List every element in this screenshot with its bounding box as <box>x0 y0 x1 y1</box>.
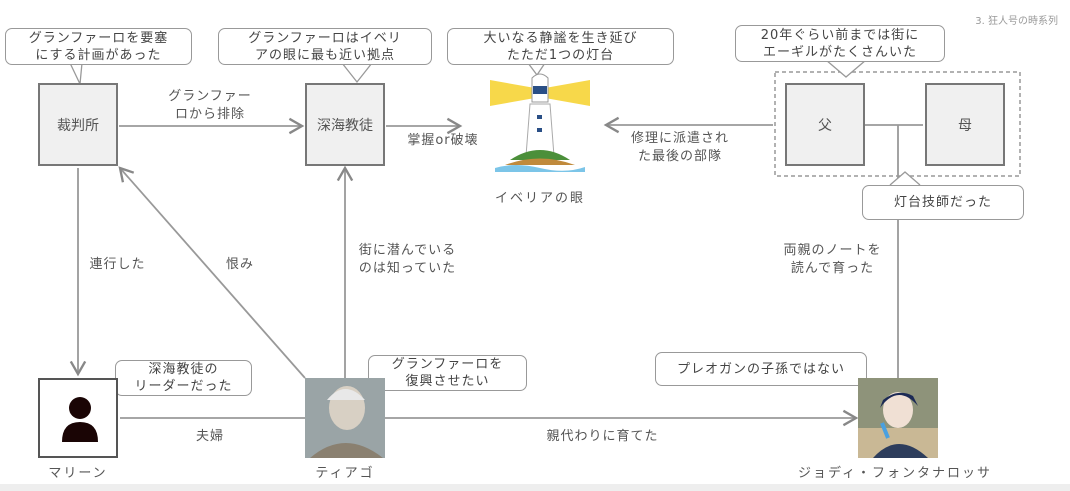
node-jody-label: ジョディ・フォンタナロッサ <box>797 466 993 481</box>
edge-repair-label: 修理に派遣され た最後の部隊 <box>630 131 729 164</box>
edge-grudge-label: 恨み <box>225 257 254 272</box>
node-father: 父 <box>785 83 865 166</box>
lighthouse-icon <box>490 73 590 172</box>
bubble-marine: 深海教徒の リーダーだった <box>115 360 252 396</box>
edge-grudge <box>118 166 306 379</box>
edge-knew-label: 街に潜んでいる のは知っていた <box>358 243 457 276</box>
jody-portrait <box>858 378 938 458</box>
bubble-court: グランファーロを要塞 にする計画があった <box>5 28 192 65</box>
node-marine-label: マリーン <box>48 466 108 481</box>
footer-bar <box>0 484 1070 491</box>
edge-raised-label: 親代わりに育てた <box>546 429 659 444</box>
bubble-lighthouse: 大いなる静謐を生き延び たただ1つの灯台 <box>447 28 674 65</box>
bubble-tail <box>69 62 83 87</box>
bubble-engineer: 灯台技師だった <box>862 185 1024 220</box>
marine-avatar <box>38 378 118 458</box>
node-tiago-label: ティアゴ <box>315 466 375 481</box>
node-lighthouse-label: イベリアの眼 <box>494 191 585 206</box>
tiago-portrait <box>305 378 385 458</box>
person-icon <box>62 397 98 442</box>
edge-exclude-label: グランファー ロから排除 <box>168 89 252 122</box>
bubble-deepsea: グランファーロはイベリ アの眼に最も近い拠点 <box>218 28 432 65</box>
edge-couple-label: 夫婦 <box>195 429 224 444</box>
edge-control-label: 掌握or破壊 <box>407 133 479 148</box>
bubble-jody: プレオガンの子孫ではない <box>655 352 867 386</box>
node-mother: 母 <box>925 83 1005 166</box>
node-court: 裁判所 <box>38 83 118 166</box>
node-deepsea: 深海教徒 <box>305 83 385 166</box>
bubble-tiago: グランファーロを 復興させたい <box>368 355 527 391</box>
edge-notes-label: 両親のノートを 読んで育った <box>783 243 882 276</box>
edge-arrest-label: 連行した <box>89 257 146 272</box>
slide-title: 3. 狂人号の時系列 <box>975 16 1058 27</box>
bubble-parents: 20年ぐらい前までは街に エーギルがたくさんいた <box>735 25 945 62</box>
parents-group <box>774 71 1021 177</box>
